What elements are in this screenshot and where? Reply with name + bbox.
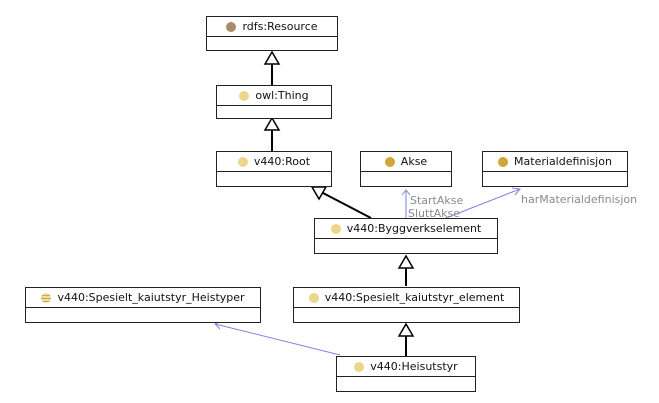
class-node-label: v440:Heisutstyr <box>370 360 458 373</box>
class-node-byggverkselement[interactable]: v440:Byggverkselement <box>314 218 498 254</box>
property-label-harmaterialdefinisjon: harMaterialdefinisjon <box>521 193 638 206</box>
class-node-label: Materialdefinisjon <box>514 155 612 168</box>
property-edge-heistyper <box>214 320 341 356</box>
class-node-heisutstyr[interactable]: v440:Heisutstyr <box>336 356 476 392</box>
class-node-header: v440:Root <box>217 152 331 172</box>
class-node-header: Materialdefinisjon <box>483 152 627 172</box>
class-node-header: v440:Byggverkselement <box>315 219 497 239</box>
enumeration-icon <box>41 292 52 303</box>
property-label-sluttakse: SluttAkse <box>408 207 461 220</box>
brown-circle-icon <box>226 21 237 32</box>
class-node-label: v440:Byggverkselement <box>346 222 482 235</box>
property-edge-materialdefinisjon <box>445 187 521 219</box>
class-circle-icon <box>239 90 250 101</box>
class-node-header: rdfs:Resource <box>207 17 337 37</box>
concept-circle-icon <box>498 156 509 167</box>
class-node-rdfs-resource[interactable]: rdfs:Resource <box>206 16 338 51</box>
class-node-label: Akse <box>400 155 428 168</box>
class-node-label: owl:Thing <box>255 89 309 102</box>
inheritance-edge-element-byggverkselement <box>397 254 415 286</box>
inheritance-edge-thing-resource <box>263 50 281 85</box>
class-circle-icon <box>330 223 341 234</box>
class-node-header: v440:Spesielt_kaiutstyr_Heistyper <box>26 288 260 308</box>
inheritance-edge-byggverkselement-root <box>310 186 372 219</box>
class-node-header: v440:Spesielt_kaiutstyr_element <box>294 288 519 308</box>
class-node-header: owl:Thing <box>217 86 331 106</box>
concept-circle-icon <box>384 156 395 167</box>
property-edge-akse <box>401 189 411 218</box>
class-node-header: Akse <box>361 152 451 172</box>
class-node-label: rdfs:Resource <box>242 20 318 33</box>
class-node-label: v440:Spesielt_kaiutstyr_element <box>324 291 505 304</box>
class-circle-icon <box>354 361 365 372</box>
class-node-materialdefinisjon[interactable]: Materialdefinisjon <box>482 151 628 187</box>
inheritance-edge-heisutstyr-element <box>397 322 415 356</box>
class-node-header: v440:Heisutstyr <box>337 357 475 377</box>
inheritance-edge-root-thing <box>263 116 281 151</box>
class-node-owl-thing[interactable]: owl:Thing <box>216 85 332 119</box>
class-circle-icon <box>237 156 248 167</box>
class-node-v440-root[interactable]: v440:Root <box>216 151 332 187</box>
class-node-akse[interactable]: Akse <box>360 151 452 187</box>
class-node-label: v440:Spesielt_kaiutstyr_Heistyper <box>57 291 245 304</box>
property-label-startakse: StartAkse <box>410 194 464 207</box>
class-node-kaiutstyr-element[interactable]: v440:Spesielt_kaiutstyr_element <box>293 287 520 323</box>
class-node-heistyper[interactable]: v440:Spesielt_kaiutstyr_Heistyper <box>25 287 261 323</box>
class-circle-icon <box>308 292 319 303</box>
class-node-label: v440:Root <box>253 155 311 168</box>
